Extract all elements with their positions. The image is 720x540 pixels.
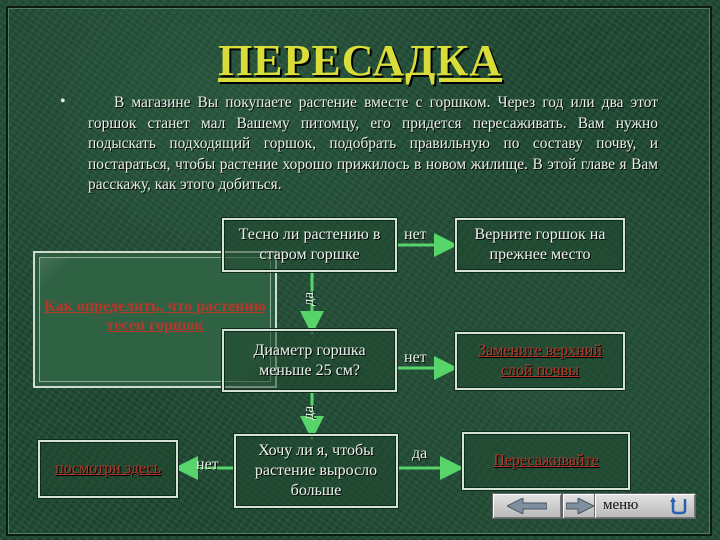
menu-button[interactable]: меню: [594, 493, 696, 519]
intro-paragraph: В магазине Вы покупаете растение вместе …: [88, 94, 658, 193]
answer-1-box: Верните горшок на прежнее место: [455, 218, 625, 272]
answer-2-link[interactable]: Замените верхний слой почвы: [478, 342, 602, 379]
back-arrow-icon: [507, 498, 547, 514]
page-title: ПЕРЕСАДКА: [217, 36, 503, 85]
answer-1-text: Верните горшок на прежнее место: [474, 226, 606, 263]
question-1-box: Тесно ли растению в старом горшке: [222, 218, 397, 272]
edge-label-yes-3: да: [412, 445, 428, 462]
answer-3-link[interactable]: Пересаживайте: [493, 452, 599, 469]
question-3-box: Хочу ли я, чтобы растение выросло больше: [234, 434, 398, 508]
forward-arrow-icon: [566, 498, 594, 514]
edge-label-no-2: нет: [404, 349, 427, 366]
edge-label-no-1: нет: [404, 226, 427, 243]
return-icon: [670, 497, 687, 515]
question-1-text: Тесно ли растению в старом горшке: [238, 226, 381, 263]
edge-label-yes-1: да: [301, 291, 317, 306]
question-2-box: Диаметр горшка меньше 25 см?: [222, 329, 397, 392]
forward-button[interactable]: [562, 493, 598, 519]
back-button[interactable]: [492, 493, 562, 519]
help-link[interactable]: Как определить, что растению тесен горшо…: [44, 298, 266, 334]
bullet-marker: •: [60, 93, 66, 110]
answer-2-box[interactable]: Замените верхний слой почвы: [455, 332, 625, 390]
edge-label-yes-2: да: [301, 405, 317, 420]
menu-label: меню: [603, 497, 639, 513]
slide-frame: [6, 6, 712, 536]
look-here-box[interactable]: посмотри здесь: [38, 440, 178, 498]
edge-label-no-3: нет: [196, 456, 219, 473]
question-2-text: Диаметр горшка меньше 25 см?: [253, 341, 366, 379]
look-here-link[interactable]: посмотри здесь: [55, 460, 161, 477]
answer-3-box[interactable]: Пересаживайте: [462, 432, 630, 490]
question-3-text: Хочу ли я, чтобы растение выросло больше: [254, 442, 378, 499]
